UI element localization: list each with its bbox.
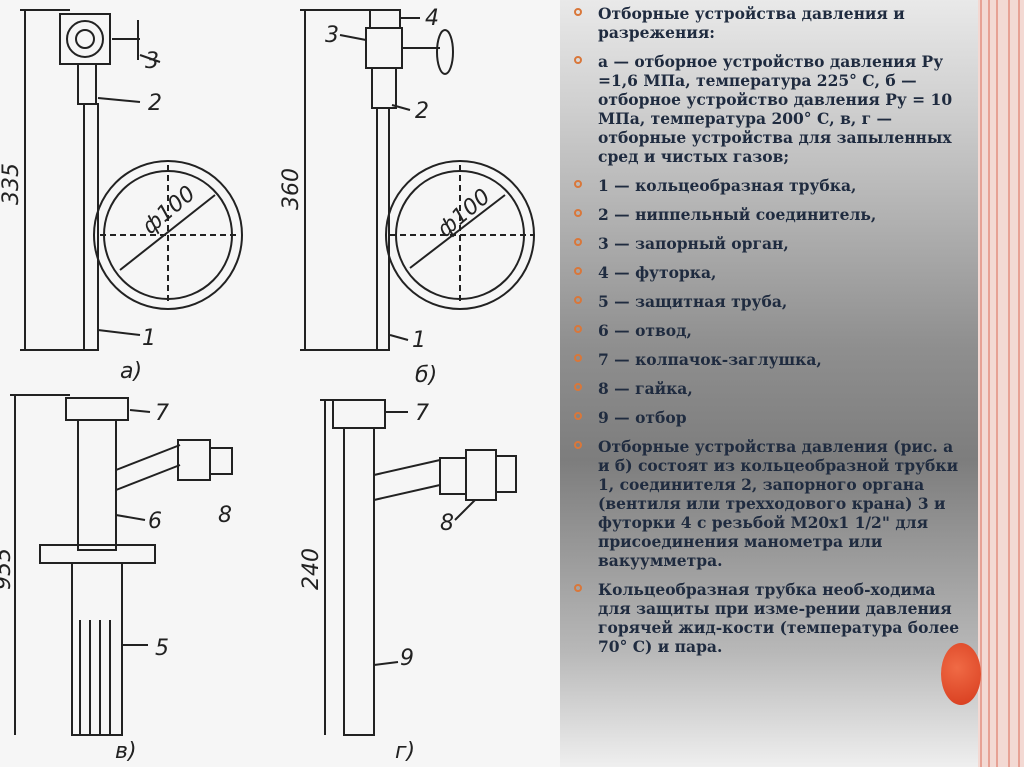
label-g-8: 8 [440, 511, 454, 536]
figure-v [10, 394, 233, 736]
list-item: 4 — футорка, [574, 263, 964, 282]
list-item: 1 — кольцеобразная трубка, [574, 176, 964, 195]
list-item-text: 9 — отбор [598, 408, 687, 427]
list-item-text: Отборные устройства давления (рис. а и б… [598, 437, 959, 570]
bullet-icon [574, 325, 582, 333]
list-item: 6 — отвод, [574, 321, 964, 340]
label-v-8: 8 [218, 503, 232, 528]
figure-a [20, 9, 243, 351]
list-item: Кольцеобразная трубка необ-ходима для за… [574, 580, 964, 656]
list-item-text: а — отборное устройство давления Pу =1,6… [598, 52, 953, 166]
stripe [980, 0, 982, 767]
technical-drawing-svg: 3 2 1 335 ф100 а) 4 3 2 1 360 ф100 б) 7 … [0, 6, 535, 764]
bullet-icon [574, 441, 582, 449]
caption-b: б) [415, 363, 437, 388]
bullet-icon [574, 180, 582, 188]
label-a-3: 3 [145, 49, 159, 74]
label-b-2: 2 [415, 99, 429, 124]
label-g-7: 7 [415, 401, 429, 426]
label-b-dimension: 360 [279, 168, 304, 210]
label-g-dimension: 240 [299, 548, 324, 590]
list-item: 9 — отбор [574, 408, 964, 427]
bullet-icon [574, 296, 582, 304]
label-v-dimension: 955 [0, 548, 16, 590]
list-item-text: Отборные устройства давления и разрежени… [598, 4, 905, 42]
list-item: Отборные устройства давления и разрежени… [574, 4, 964, 42]
label-b-diameter: ф100 [433, 184, 496, 242]
caption-g: г) [395, 739, 415, 764]
list-item-text: 7 — колпачок-заглушка, [598, 350, 822, 369]
label-b-3: 3 [325, 23, 339, 48]
bullet-icon [574, 56, 582, 64]
caption-v: в) [115, 739, 137, 764]
decorative-circle [941, 643, 981, 705]
list-item-text: 4 — футорка, [598, 263, 717, 282]
list-item-text: 3 — запорный орган, [598, 234, 789, 253]
technical-drawing: 3 2 1 335 ф100 а) 4 3 2 1 360 ф100 б) 7 … [0, 6, 535, 764]
list-item: 8 — гайка, [574, 379, 964, 398]
bullet-icon [574, 209, 582, 217]
caption-a: а) [120, 359, 142, 384]
bullet-icon [574, 412, 582, 420]
list-item: 5 — защитная труба, [574, 292, 964, 311]
label-g-9: 9 [400, 646, 414, 671]
list-item: Отборные устройства давления (рис. а и б… [574, 437, 964, 570]
list-item: а — отборное устройство давления Pу =1,6… [574, 52, 964, 166]
list-item-text: 2 — ниппельный соединитель, [598, 205, 877, 224]
list-item-text: 5 — защитная труба, [598, 292, 788, 311]
label-a-1: 1 [142, 326, 156, 351]
label-b-1: 1 [412, 328, 426, 353]
stripe [1008, 0, 1010, 767]
list-item-text: 1 — кольцеобразная трубка, [598, 176, 857, 195]
bullet-icon [574, 238, 582, 246]
bullet-icon [574, 584, 582, 592]
list-item: 7 — колпачок-заглушка, [574, 350, 964, 369]
label-a-2: 2 [148, 91, 162, 116]
list-item-text: 8 — гайка, [598, 379, 693, 398]
figure-b [300, 9, 535, 351]
label-v-5: 5 [155, 636, 169, 661]
bullet-icon [574, 267, 582, 275]
stripe [996, 0, 998, 767]
bullet-icon [574, 8, 582, 16]
list-item: 3 — запорный орган, [574, 234, 964, 253]
list-item-text: Кольцеобразная трубка необ-ходима для за… [598, 580, 960, 656]
bullet-list: Отборные устройства давления и разрежени… [574, 4, 964, 666]
stripe [1018, 0, 1020, 767]
label-b-4: 4 [425, 6, 439, 31]
list-item: 2 — ниппельный соединитель, [574, 205, 964, 224]
bullet-icon [574, 354, 582, 362]
bullet-icon [574, 383, 582, 391]
text-panel: Отборные устройства давления и разрежени… [560, 0, 978, 767]
stripe [988, 0, 990, 767]
figure-g [320, 399, 517, 736]
decorative-stripes [978, 0, 1024, 767]
label-v-6: 6 [148, 509, 162, 534]
label-a-dimension: 335 [0, 163, 24, 205]
list-item-text: 6 — отвод, [598, 321, 692, 340]
label-v-7: 7 [155, 401, 169, 426]
